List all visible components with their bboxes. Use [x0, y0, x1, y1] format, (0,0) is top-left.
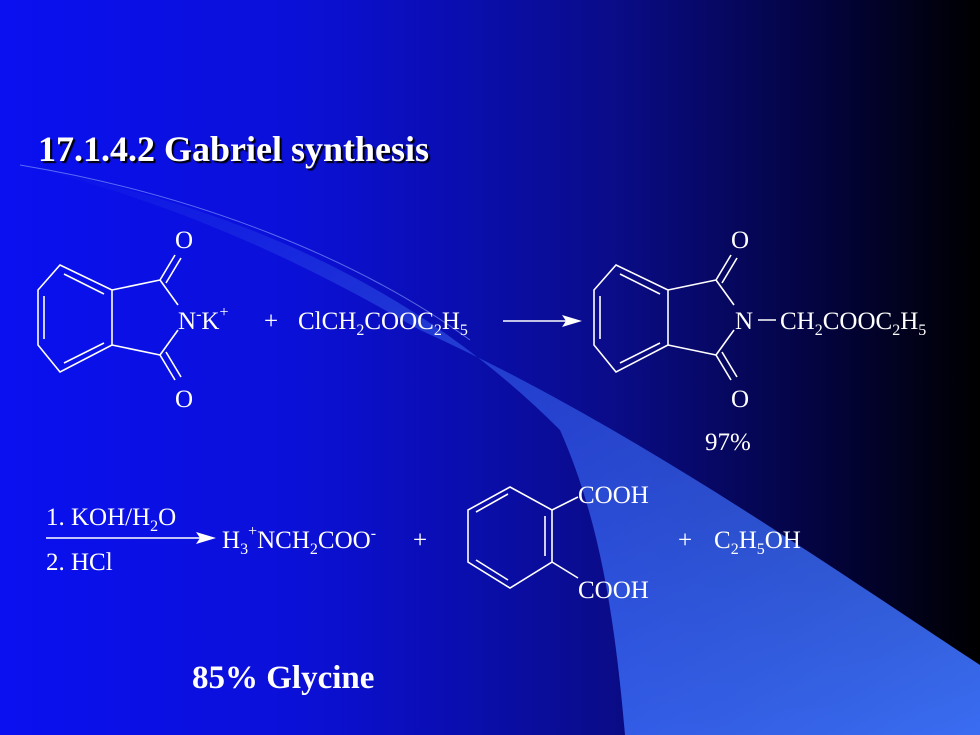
potassium-salt-label: N-K+ [178, 304, 228, 335]
reaction2-arrow [46, 532, 216, 544]
glycine-zwitterion-formula: H3+NCH2COO- [222, 523, 376, 558]
phthalic-acid-structure [467, 486, 579, 589]
carboxyl-group-bottom: COOH [578, 577, 649, 604]
glycine-yield-caption: 85% Glycine [192, 660, 375, 696]
carbonyl-oxygen-top: O [175, 227, 193, 254]
n-substituted-phthalimide-structure [593, 254, 776, 381]
slide-title: 17.1.4.2 Gabriel synthesis [38, 129, 430, 169]
background-swoosh [20, 165, 980, 735]
carboxyl-group-top: COOH [578, 482, 649, 509]
reaction1-plus: + [264, 308, 278, 335]
ethyl-chloroacetate-formula: ClCH2COOC2H5 [298, 308, 468, 339]
product-substituent-formula: CH2COOC2H5 [780, 308, 926, 339]
phthalimide-salt-structure [37, 254, 182, 381]
reaction1-yield: 97% [705, 429, 751, 456]
benzene-ring [467, 486, 553, 589]
benzene-ring [37, 264, 113, 374]
product-carbonyl-oxygen-bottom: O [731, 386, 749, 413]
reaction1-arrow [503, 315, 582, 327]
benzene-ring [593, 264, 669, 374]
ethanol-formula: C2H5OH [714, 527, 801, 558]
condition-step2: 2. HCl [46, 549, 113, 576]
reaction2-plus-1: + [413, 527, 427, 554]
reaction2-plus-2: + [678, 527, 692, 554]
condition-step1: 1. KOH/H2O [46, 504, 176, 535]
carbonyl-oxygen-bottom: O [175, 386, 193, 413]
swoosh-edge [19, 164, 471, 341]
product-nitrogen: N [735, 308, 753, 335]
product-carbonyl-oxygen-top: O [731, 227, 749, 254]
